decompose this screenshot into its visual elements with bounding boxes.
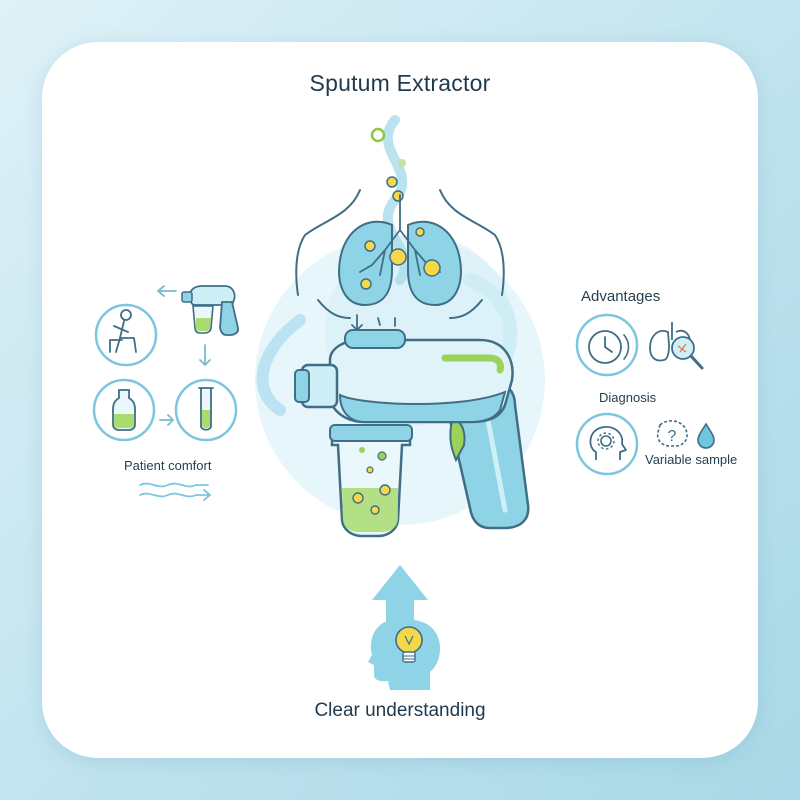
up-arrow-icon [372,565,428,625]
patient-seated-icon [94,303,158,367]
particle [370,127,386,143]
right-arrow-icon [159,414,175,426]
wavy-flow-arrows [139,482,212,501]
down-arrow-icon [199,344,211,367]
clear-understanding-caption: Clear understanding [314,700,486,721]
variable-sample-label: Variable sample [645,452,738,467]
diagram-title: Sputum Extractor [309,70,491,96]
patient-comfort-label: Patient comfort [124,458,212,473]
advantages-heading: Advantages [581,288,661,305]
particle [392,190,404,202]
svg-text:?: ? [668,428,677,445]
sputum-extractor-device [294,329,530,538]
diagnosis-label: Diagnosis [599,390,657,405]
head-lightbulb-icon [368,619,441,690]
brain-gear-icon [575,412,639,476]
bottle-icon [92,378,156,442]
lungs-icon [338,194,462,307]
particle [386,176,398,188]
vapor-swirl-left [256,314,306,416]
droplet-icon [697,422,715,449]
small-extractor-icon [181,285,240,336]
question-icon: ? [656,420,688,447]
clock-icon [575,313,639,377]
left-arrow-icon [156,285,177,297]
particle [398,159,406,167]
torso-outline [295,189,505,319]
test-tube-icon [174,378,238,442]
lung-magnifier-icon [649,322,704,370]
